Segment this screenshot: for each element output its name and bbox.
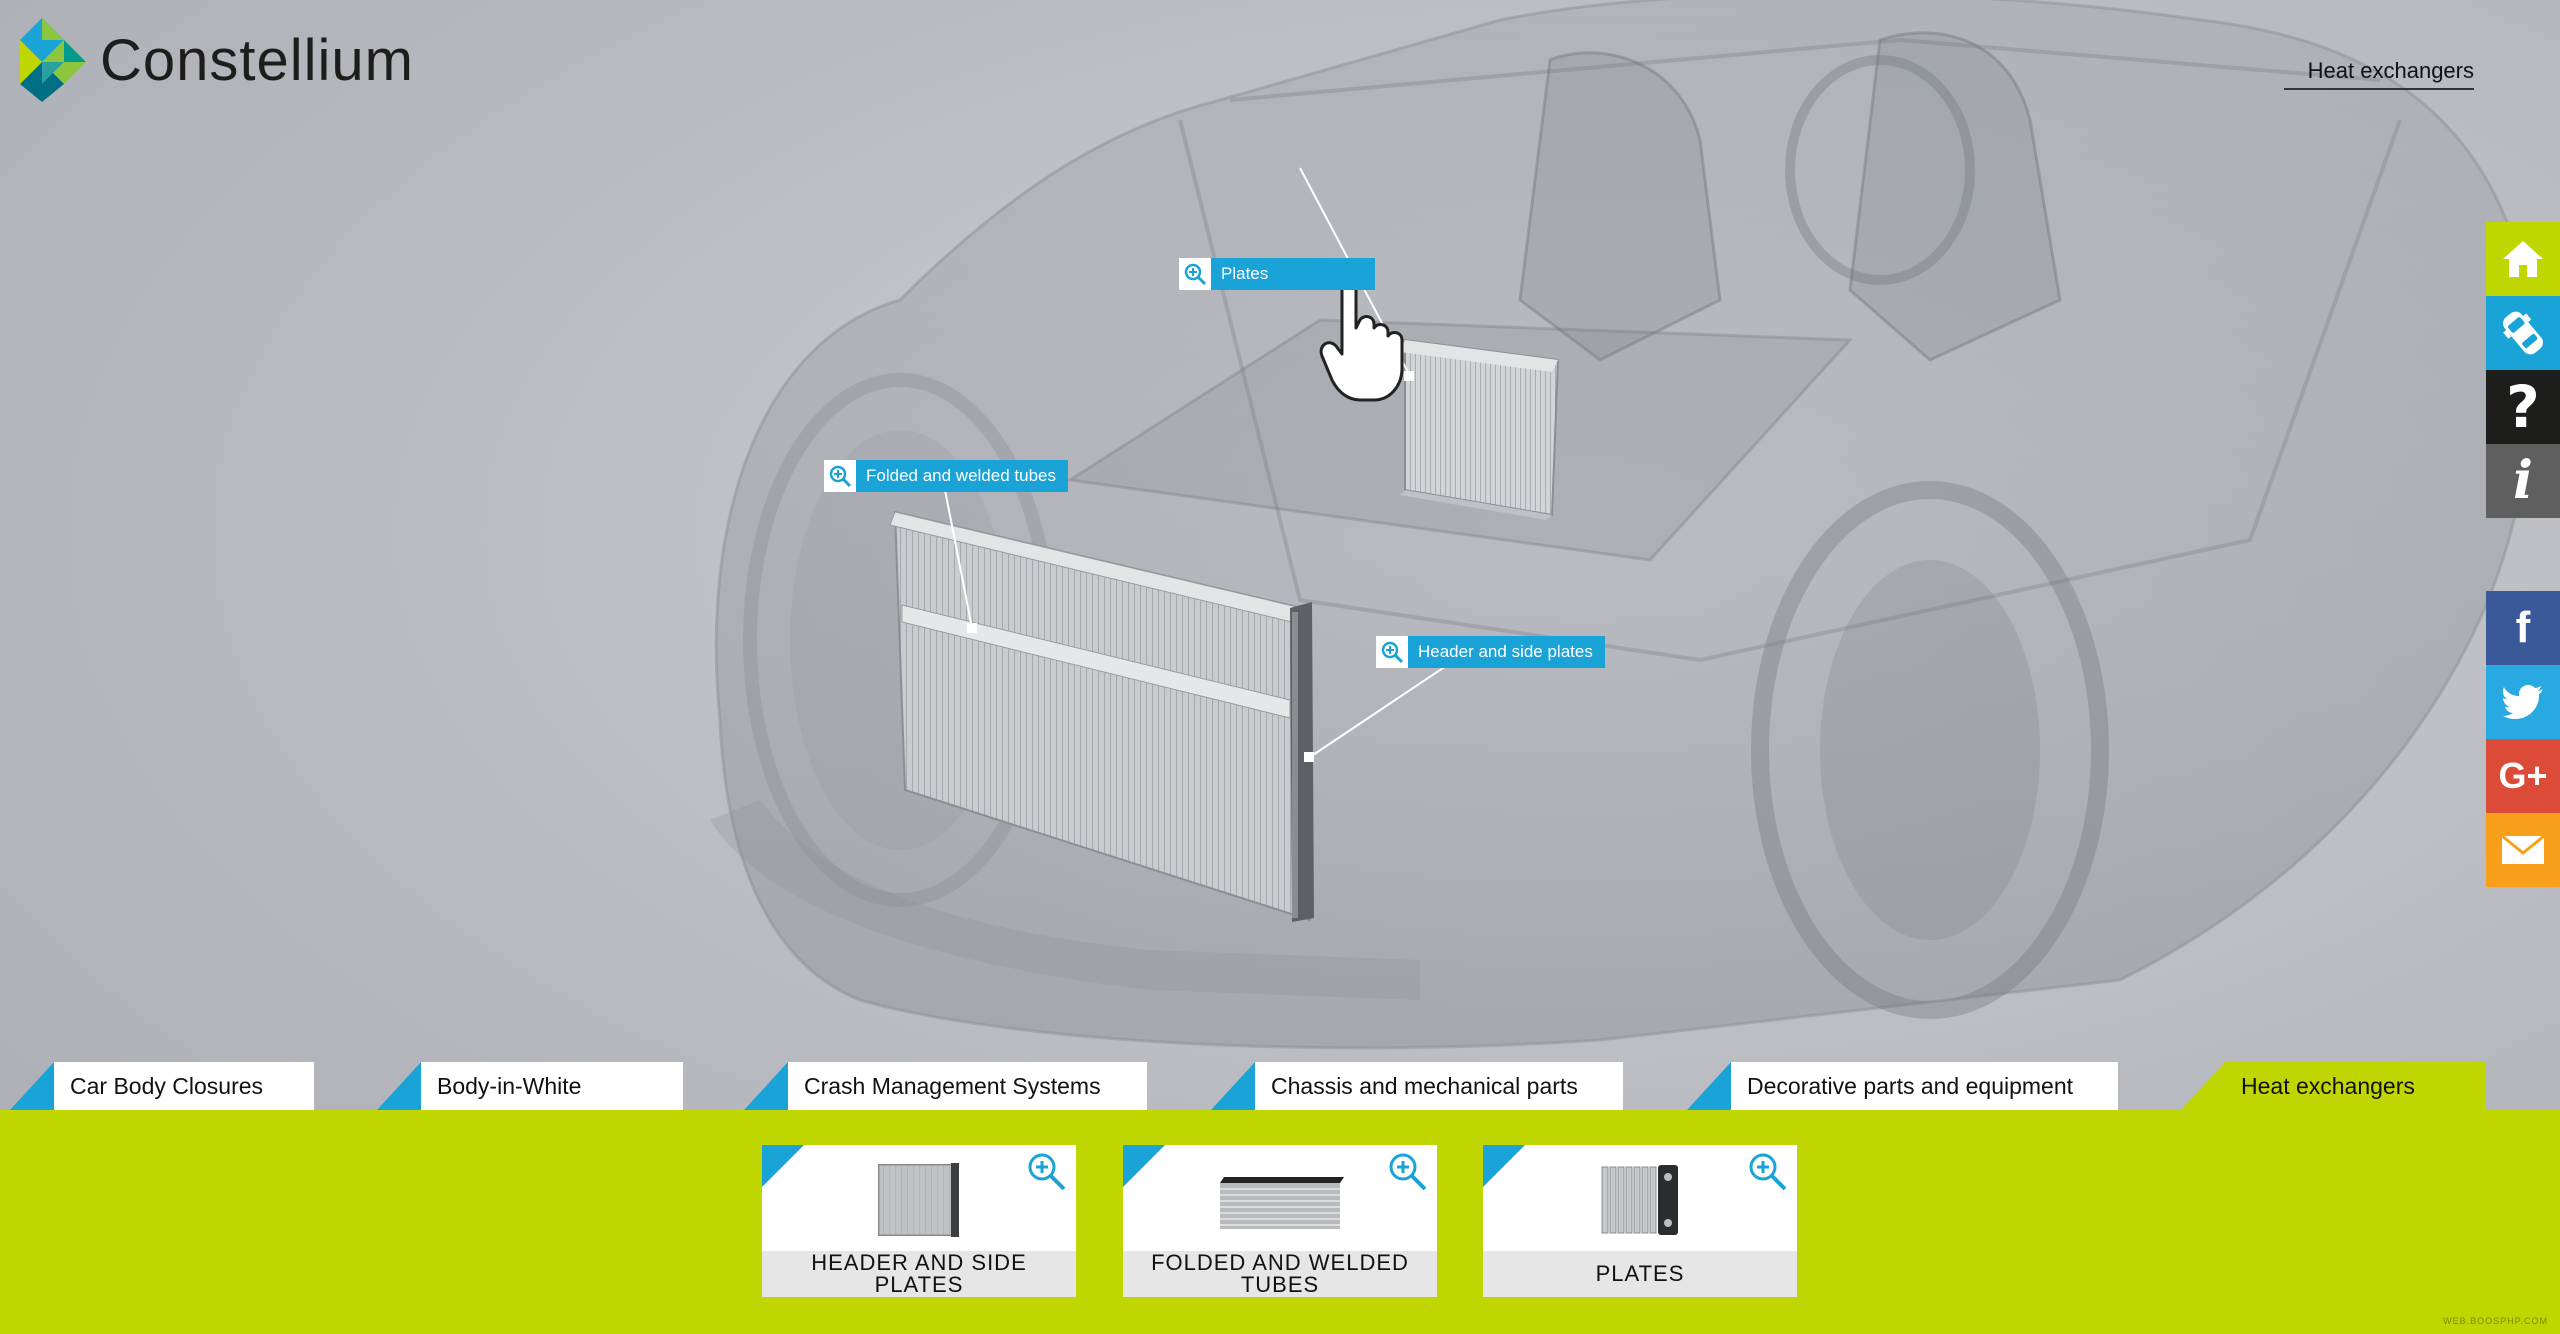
home-button[interactable] [2486, 222, 2560, 296]
tab-label: Heat exchangers [2225, 1062, 2485, 1110]
zoom-icon [824, 460, 856, 492]
twitter-icon [2503, 685, 2543, 719]
callout-header-side-plates[interactable]: Header and side plates [1376, 636, 1605, 668]
tab-corner-icon [2181, 1062, 2225, 1110]
callout-folded-welded-tubes[interactable]: Folded and welded tubes [824, 460, 1068, 492]
zoom-in-icon[interactable] [1024, 1149, 1068, 1193]
facebook-share-button[interactable]: f [2486, 591, 2560, 665]
help-icon: ? [2506, 373, 2540, 441]
tab-corner-icon [377, 1062, 421, 1110]
tab-body-in-white[interactable]: Body-in-White [377, 1062, 683, 1110]
footnote-text: WEB.BOOSPHP.COM [2443, 1316, 2548, 1326]
email-icon [2501, 835, 2545, 864]
tab-corner-icon [1211, 1062, 1255, 1110]
tab-corner-icon [1687, 1062, 1731, 1110]
radiator-model [889, 510, 1314, 922]
product-card-header-side-plates[interactable]: HEADER AND SIDE PLATES [762, 1145, 1076, 1297]
tab-label: Crash Management Systems [788, 1062, 1147, 1110]
brand-logo[interactable]: Constellium [20, 18, 414, 102]
car-wireframe-illustration [710, 0, 2534, 1050]
folded-welded-tubes-thumbnail [1220, 1177, 1344, 1229]
constellium-logo-icon [20, 18, 86, 102]
tab-label: Body-in-White [421, 1062, 683, 1110]
card-corner-decoration [1483, 1145, 1525, 1187]
callout-label: Header and side plates [1418, 642, 1593, 661]
tab-chassis-mechanical-parts[interactable]: Chassis and mechanical parts [1211, 1062, 1623, 1110]
tab-heat-exchangers[interactable]: Heat exchangers [2181, 1062, 2485, 1110]
product-card-plates[interactable]: PLATES [1483, 1145, 1797, 1297]
google-plus-share-button[interactable]: G+ [2486, 739, 2560, 813]
card-corner-decoration [762, 1145, 804, 1187]
tab-crash-management-systems[interactable]: Crash Management Systems [744, 1062, 1147, 1110]
plates-thumbnail [1601, 1165, 1678, 1235]
tab-corner-icon [744, 1062, 788, 1110]
tab-label: Decorative parts and equipment [1731, 1062, 2118, 1110]
car-view-button[interactable] [2486, 296, 2560, 370]
info-icon: i [2513, 450, 2533, 511]
zoom-in-icon[interactable] [1745, 1149, 1789, 1193]
card-title: PLATES [1483, 1251, 1797, 1297]
help-button[interactable]: ? [2486, 370, 2560, 444]
evaporator-model [1400, 338, 1560, 520]
tab-label: Chassis and mechanical parts [1255, 1062, 1623, 1110]
info-button[interactable]: i [2486, 444, 2560, 518]
product-card-folded-welded-tubes[interactable]: FOLDED AND WELDED TUBES [1123, 1145, 1437, 1297]
zoom-in-icon[interactable] [1385, 1149, 1429, 1193]
card-corner-decoration [1123, 1145, 1165, 1187]
breadcrumb-current[interactable]: Heat exchangers [2283, 58, 2474, 90]
pointer-hand-icon [1319, 269, 1404, 402]
home-icon [2503, 241, 2543, 277]
callout-plates[interactable]: Plates [1179, 258, 1375, 290]
car-icon [2503, 311, 2543, 355]
tab-label: Car Body Closures [54, 1062, 314, 1110]
facebook-icon: f [2515, 603, 2531, 652]
callout-label: Folded and welded tubes [866, 466, 1056, 485]
tab-corner-icon [10, 1062, 54, 1110]
zoom-icon [1376, 636, 1408, 668]
twitter-share-button[interactable] [2486, 665, 2560, 739]
google-plus-icon: G+ [2498, 755, 2548, 796]
card-title: HEADER AND SIDE PLATES [762, 1251, 1076, 1297]
email-share-button[interactable] [2486, 813, 2560, 887]
tab-car-body-closures[interactable]: Car Body Closures [10, 1062, 314, 1110]
header-side-plates-thumbnail [878, 1163, 959, 1237]
car-3d-scene [710, 0, 2534, 1050]
tab-decorative-parts-equipment[interactable]: Decorative parts and equipment [1687, 1062, 2118, 1110]
brand-name: Constellium [100, 27, 414, 93]
zoom-icon [1179, 258, 1211, 290]
card-title: FOLDED AND WELDED TUBES [1123, 1251, 1437, 1297]
callout-label: Plates [1221, 264, 1269, 283]
